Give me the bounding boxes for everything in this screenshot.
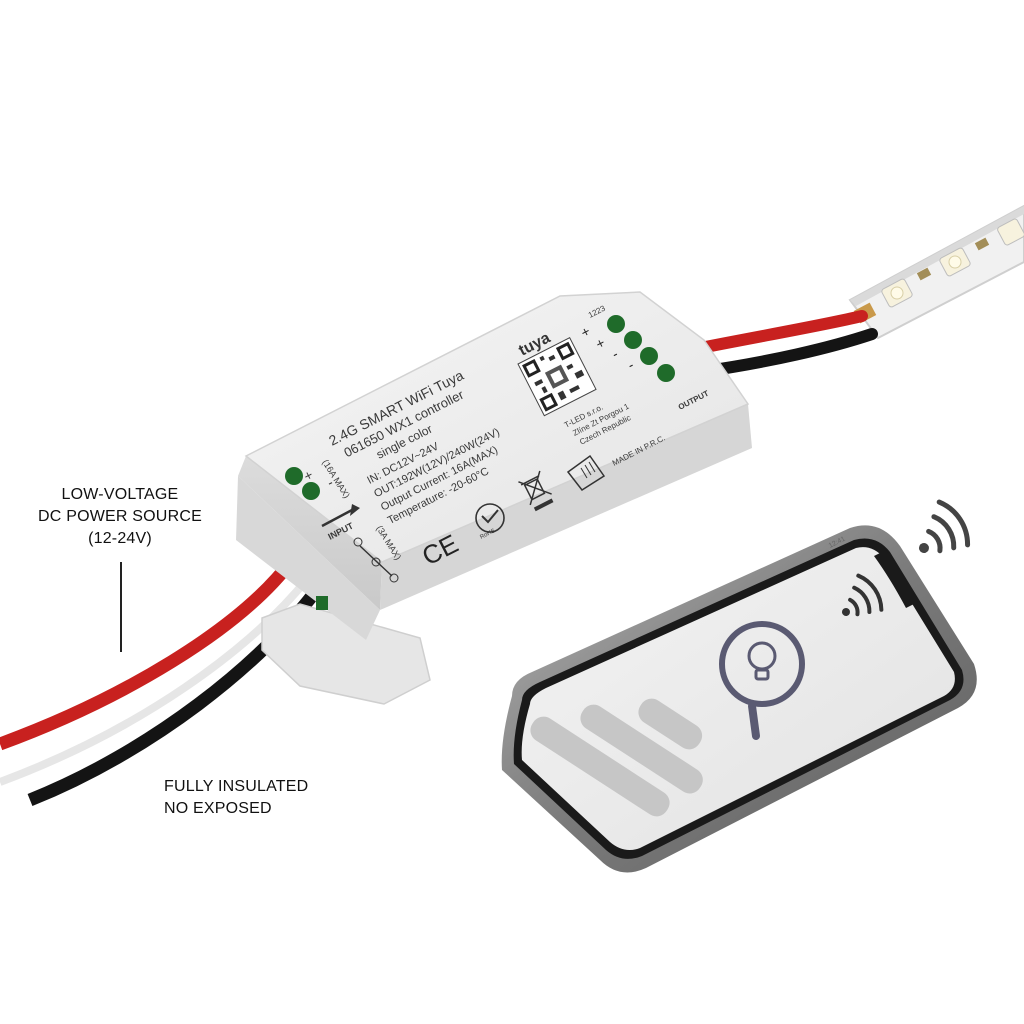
output-terminal-block — [607, 315, 675, 382]
callout-insulated-line-1: FULLY INSULATED — [164, 778, 309, 795]
output-terminal-2[interactable] — [624, 331, 642, 349]
callout-power-line-1: LOW-VOLTAGE — [61, 486, 179, 503]
list-item[interactable] — [526, 712, 674, 821]
callout-power-source: LOW-VOLTAGE DC POWER SOURCE (12-24V) — [22, 484, 218, 550]
output-terminal-4[interactable] — [657, 364, 675, 382]
wifi-icon — [919, 499, 971, 554]
input-arrow-icon — [321, 504, 360, 528]
list-item[interactable] — [634, 694, 707, 754]
input-terminal-minus[interactable] — [302, 482, 320, 500]
output-terminal-3[interactable] — [640, 347, 658, 365]
output-minus-sign-2: - — [625, 356, 637, 373]
callout-insulated: FULLY INSULATED NO EXPOSED — [164, 776, 308, 820]
list-item[interactable] — [576, 700, 708, 798]
callout-leader-line — [120, 562, 122, 652]
output-minus-sign-1: - — [609, 345, 621, 362]
input-terminal-block — [285, 467, 328, 610]
led-chip — [939, 247, 971, 277]
callout-power-line-3: (12-24V) — [88, 530, 152, 547]
input-wires — [0, 556, 324, 807]
switch-symbol — [353, 537, 399, 583]
smartphone: 12:41 — [501, 525, 977, 873]
app-list-placeholder — [526, 694, 708, 821]
weee-bin-icon — [518, 470, 554, 512]
wifi-controller: 2.4G SMART WiFi Tuya 061650 WX1 controll… — [236, 291, 752, 705]
phone-wifi-icon — [842, 573, 884, 617]
qr-code-icon — [517, 336, 597, 417]
input-minus-sign: - — [324, 474, 336, 491]
lightbulb-search-icon[interactable] — [719, 621, 805, 740]
output-terminal-1[interactable] — [607, 315, 625, 333]
input-terminal-plus[interactable] — [285, 467, 303, 485]
led-chip — [997, 218, 1024, 246]
callout-insulated-line-2: NO EXPOSED — [164, 800, 272, 817]
callout-power-line-2: DC POWER SOURCE — [38, 508, 202, 525]
led-strip — [848, 204, 1024, 340]
class-iii-icon — [566, 454, 606, 491]
led-chip — [881, 278, 913, 308]
